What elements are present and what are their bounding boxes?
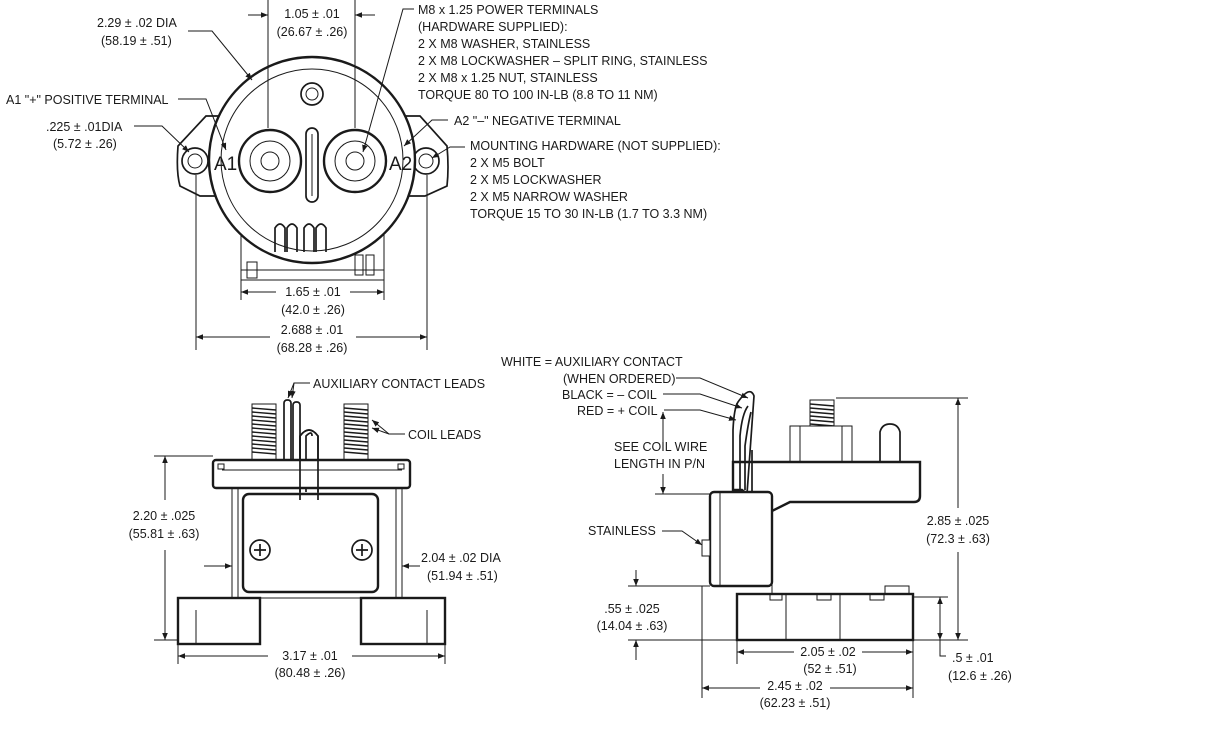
wire-red-label: RED = + COIL bbox=[577, 404, 658, 418]
hole-dia-mm-label: (5.72 ± .26) bbox=[53, 137, 117, 151]
wire-black-label: BLACK = – COIL bbox=[562, 388, 657, 402]
foot-h-mm-label: (12.6 ± .26) bbox=[948, 669, 1012, 683]
stainless-label: STAINLESS bbox=[588, 524, 656, 538]
power-terminal-line-1: M8 x 1.25 POWER TERMINALS bbox=[418, 3, 598, 17]
height-front-label: 2.20 ± .025 bbox=[133, 509, 196, 523]
front-base-left bbox=[176, 596, 262, 646]
height-side-label: 2.85 ± .025 bbox=[927, 514, 990, 528]
top-view-dome-inner bbox=[220, 68, 404, 252]
mount-span-label: 2.688 ± .01 bbox=[281, 323, 344, 337]
overall-side-label: 2.45 ± .02 bbox=[767, 679, 823, 693]
a2-terminal-label: A2 "–" NEGATIVE TERMINAL bbox=[454, 114, 621, 128]
power-terminal-line-3: 2 X M8 WASHER, STAINLESS bbox=[418, 37, 590, 51]
body-dia-mm-label: (51.94 ± .51) bbox=[427, 569, 498, 583]
front-width-mm-label: (80.48 ± .26) bbox=[275, 666, 346, 680]
front-stud-left bbox=[251, 403, 277, 461]
front-view bbox=[154, 382, 447, 664]
dia-outer-label: 2.29 ± .02 DIA bbox=[97, 16, 177, 30]
power-terminal-line-2: (HARDWARE SUPPLIED): bbox=[418, 20, 568, 34]
stud-boss-a2 bbox=[322, 128, 388, 194]
wire-white-2-label: (WHEN ORDERED) bbox=[563, 372, 676, 386]
height-side-mm-label: (72.3 ± .63) bbox=[926, 532, 990, 546]
side-coil-housing bbox=[708, 490, 774, 588]
flange-h-label: .55 ± .025 bbox=[604, 602, 660, 616]
side-base bbox=[735, 592, 915, 642]
front-top-cap bbox=[211, 458, 412, 490]
coil-wire-len-2-label: LENGTH IN P/N bbox=[614, 457, 705, 471]
top-view: A1 A2 bbox=[134, 0, 465, 350]
front-screw-right bbox=[351, 539, 373, 561]
mounting-hw-line-1: MOUNTING HARDWARE (NOT SUPPLIED): bbox=[470, 139, 721, 153]
side-view-labels: WHITE = AUXILIARY CONTACT (WHEN ORDERED)… bbox=[501, 355, 1012, 710]
top-view-labels: 2.29 ± .02 DIA (58.19 ± .51) 1.05 ± .01 … bbox=[6, 3, 721, 355]
base-width-label: 1.65 ± .01 bbox=[285, 285, 341, 299]
power-terminal-line-6: TORQUE 80 TO 100 IN-LB (8.8 TO 11 NM) bbox=[418, 88, 658, 102]
height-front-mm-label: (55.81 ± .63) bbox=[129, 527, 200, 541]
front-coil-cover bbox=[241, 492, 380, 594]
body-dia-label: 2.04 ± .02 DIA bbox=[421, 551, 501, 565]
mounting-hw-line-3: 2 X M5 LOCKWASHER bbox=[470, 173, 602, 187]
base-width-mm-label: (42.0 ± .26) bbox=[281, 303, 345, 317]
hole-dia-label: .225 ± .01DIA bbox=[46, 120, 123, 134]
stud-spacing-mm-label: (26.67 ± .26) bbox=[277, 25, 348, 39]
front-base-right bbox=[359, 596, 447, 646]
front-view-labels: AUXILIARY CONTACT LEADS COIL LEADS 2.20 … bbox=[129, 377, 502, 680]
stud-boss-a1 bbox=[237, 128, 303, 194]
coil-wire-len-label: SEE COIL WIRE bbox=[614, 440, 707, 454]
front-width-label: 3.17 ± .01 bbox=[282, 649, 338, 663]
mounting-hw-line-4: 2 X M5 NARROW WASHER bbox=[470, 190, 628, 204]
side-view bbox=[628, 377, 968, 698]
a1-terminal-mark: A1 bbox=[214, 154, 237, 175]
dia-outer-mm-label: (58.19 ± .51) bbox=[101, 34, 172, 48]
mounting-hw-line-5: TORQUE 15 TO 30 IN-LB (1.7 TO 3.3 NM) bbox=[470, 207, 707, 221]
coil-leads-label: COIL LEADS bbox=[408, 428, 481, 442]
wire-white-label: WHITE = AUXILIARY CONTACT bbox=[501, 355, 683, 369]
stud-spacing-label: 1.05 ± .01 bbox=[284, 7, 340, 21]
aux-leads-label: AUXILIARY CONTACT LEADS bbox=[313, 377, 485, 391]
overall-side-mm-label: (62.23 ± .51) bbox=[760, 696, 831, 710]
base-side-mm-label: (52 ± .51) bbox=[803, 662, 856, 676]
mount-span-mm-label: (68.28 ± .26) bbox=[277, 341, 348, 355]
a2-terminal-mark: A2 bbox=[389, 154, 412, 175]
foot-h-label: .5 ± .01 bbox=[952, 651, 994, 665]
a1-terminal-label: A1 "+" POSITIVE TERMINAL bbox=[6, 93, 169, 107]
mounting-hw-line-2: 2 X M5 BOLT bbox=[470, 156, 545, 170]
base-side-label: 2.05 ± .02 bbox=[800, 645, 856, 659]
front-stud-right bbox=[343, 403, 369, 461]
flange-h-mm-label: (14.04 ± .63) bbox=[597, 619, 668, 633]
power-terminal-line-4: 2 X M8 LOCKWASHER – SPLIT RING, STAINLES… bbox=[418, 54, 707, 68]
front-screw-left bbox=[249, 539, 271, 561]
power-terminal-line-5: 2 X M8 x 1.25 NUT, STAINLESS bbox=[418, 71, 598, 85]
